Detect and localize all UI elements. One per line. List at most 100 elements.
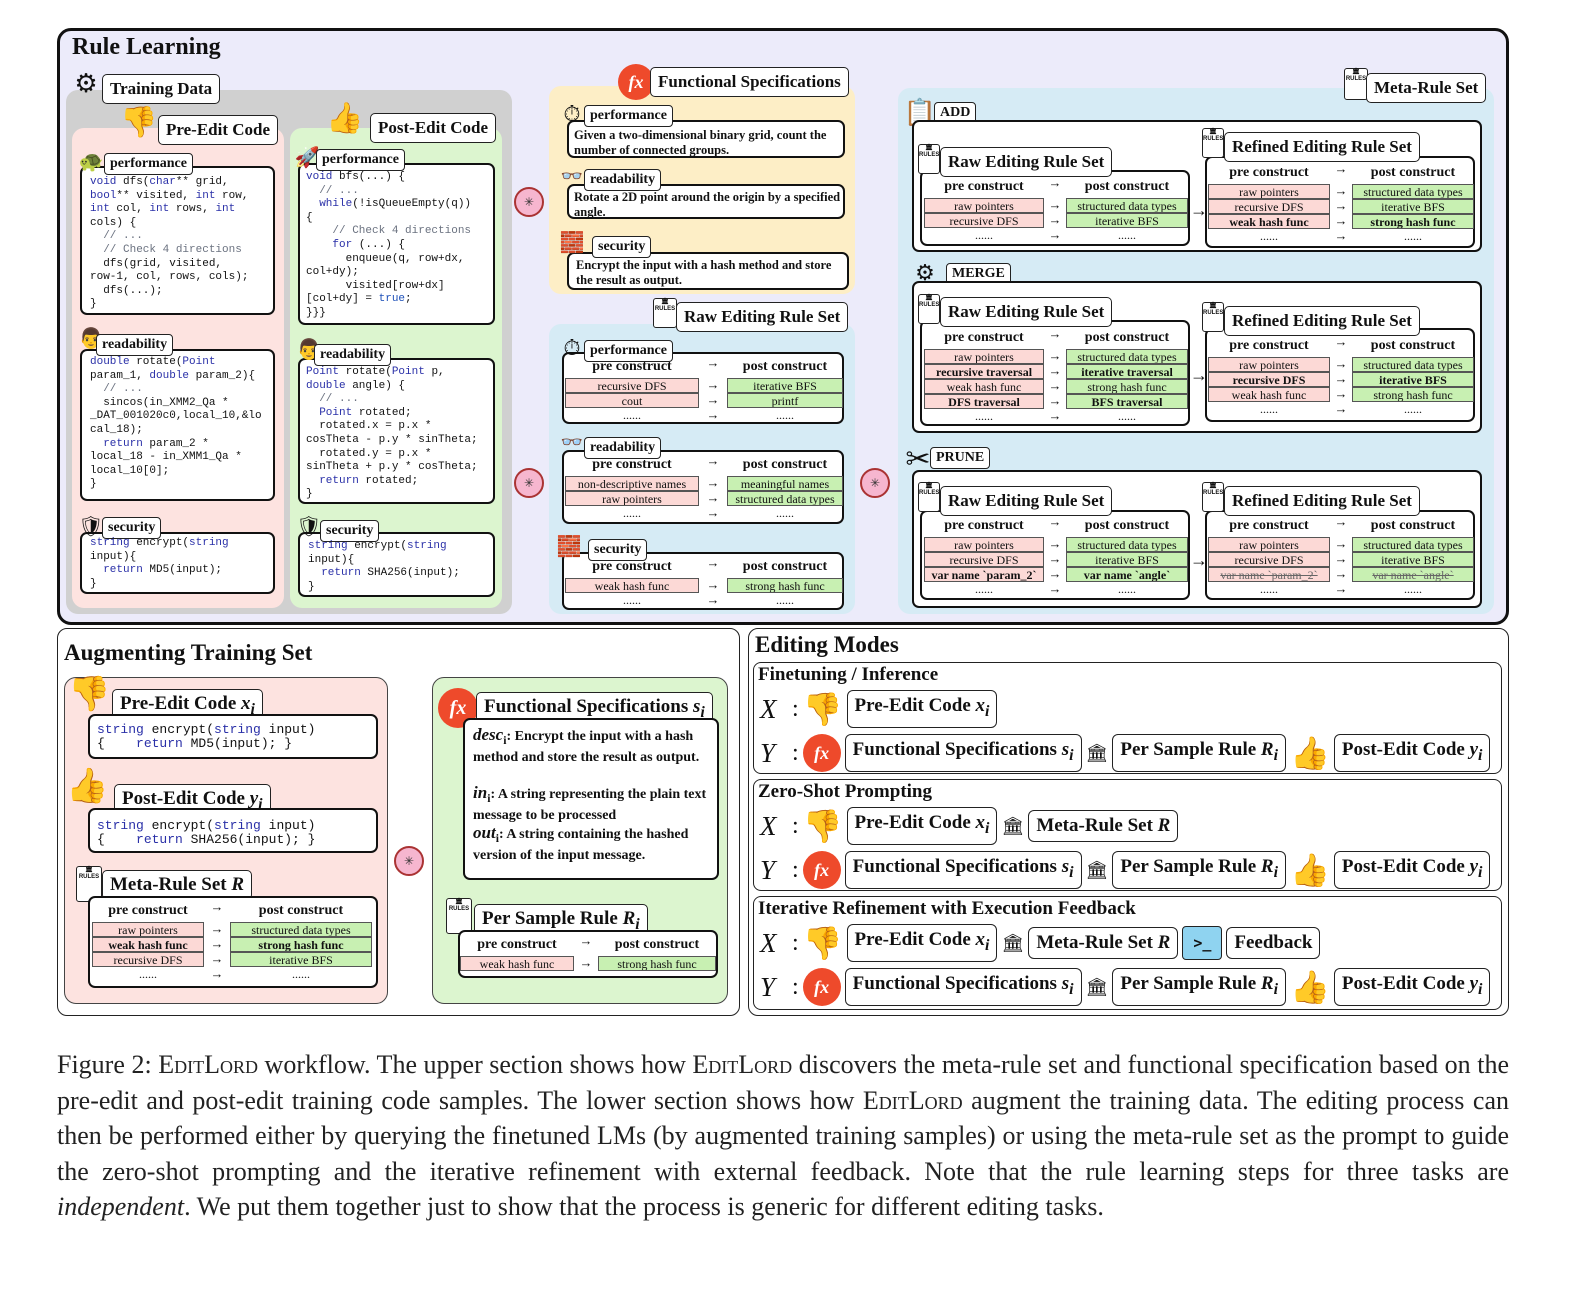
arrow-icon: → [1048,379,1062,393]
post-construct-cell: iterative traversal [1066,364,1188,379]
finetuning-x-row: X: 👎 Pre-Edit Code xi [760,690,998,728]
rocket-icon: 🚀 [294,146,320,169]
pre-construct-header: pre construct [108,903,188,918]
code-line: } [90,577,97,590]
augmenting-panel [57,628,740,1016]
pre-construct-cell: var name `param_2` [1208,567,1330,582]
code-line: void dfs(char** grid, [90,176,229,188]
y-label: Y [760,854,776,885]
arrow-icon: → [706,393,720,407]
arrow-icon: → [706,454,720,468]
pre-construct-cell: recursive DFS [924,552,1044,567]
code-line: double rotate(Point [90,356,216,368]
pre-construct-cell: weak hash func [924,379,1044,394]
arrow-icon: → [1048,567,1062,581]
post-edit-pill: Post-Edit Code yi [1333,734,1491,772]
post-construct-cell: strong hash func [1352,214,1474,229]
code-line: rotated.x = p.x * [306,420,432,433]
arrow-icon: → [1334,552,1348,566]
func-spec-pill: Functional Specifications si [844,851,1082,889]
post-code-readability-text: Point rotate(Point p,double angle) { // … [306,366,478,502]
code-line: dfs(...); [90,284,163,297]
rules-icon: 🏛 [1085,859,1109,880]
code-line: return MD5(input); [103,564,223,577]
pre-construct-cell: cout [565,393,699,408]
code-line: string encrypt(string [90,537,229,549]
iterative-y-row: Y: fx Functional Specifications si 🏛 Per… [760,968,1491,1006]
code-line: return param_2 * [103,437,209,450]
add-refined-title: Refined Editing Rule Set [1224,132,1420,162]
rules-icon: 🏛 [1001,932,1025,953]
post-construct-header: post construct [1370,165,1456,180]
post-construct-cell: iterative BFS [727,378,843,393]
pre-construct-cell: ...... [1260,402,1278,416]
pre-construct-header: pre construct [477,937,557,952]
code-line: // Check 4 directions [306,225,472,238]
pre-code-performance-text: void dfs(char** grid,bool** visited, int… [90,176,248,312]
iterative-x-row: X: 👎 Pre-Edit Code xi 🏛 Meta-Rule Set R … [760,924,1321,962]
pre-construct-cell: raw pointers [565,491,699,506]
arrow-icon: → [1048,364,1062,378]
spec-readability-text: Rotate a 2D point around the origin by a… [574,190,841,219]
post-construct-cell: strong hash func [230,937,372,952]
post-edit-pill: Post-Edit Code yi [1333,968,1491,1006]
pre-construct-cell: ...... [139,967,157,981]
gear-icon: ⚙ [915,260,935,285]
functional-spec-label: Functional Specifications [650,67,849,97]
arrow-icon: → [1048,552,1062,566]
code-line: int col, int rows, int [90,203,236,216]
arrow-icon: → [1048,213,1062,227]
pre-construct-cell: raw pointers [1208,357,1330,372]
pre-construct-cell: raw pointers [92,922,204,937]
pre-performance-tag: performance [104,153,193,175]
code-line: [col+dy] = true; [306,293,412,306]
post-construct-cell: var name `angle` [1352,567,1474,582]
editing-modes-title: Editing Modes [755,632,899,657]
rules-icon: 🏛 [1085,976,1109,997]
spec-readability [567,184,845,219]
y-label: Y [760,737,776,768]
post-construct-cell: iterative BFS [1352,372,1474,387]
caption-part4: . We put them together just to show that… [184,1192,1104,1222]
func-spec-pill: Functional Specifications si [844,734,1082,772]
augment-pre-code-box [88,714,378,759]
code-line: input){ [90,550,137,563]
post-construct-header: post construct [1084,179,1170,194]
pre-construct-header: pre construct [1229,338,1309,353]
iterative-title: Iterative Refinement with Execution Feed… [758,898,1136,919]
prune-label: PRUNE [930,447,991,469]
code-line: local_10[0]; [90,464,170,477]
arrow-icon: → [1334,537,1348,551]
iterative-box [753,896,1502,1010]
pre-construct-cell: raw pointers [1208,537,1330,552]
rules-icon: 🏛 [1085,742,1109,763]
code-line: param_1, double param_2){ [90,369,256,382]
fx-icon: fx [618,64,654,100]
post-construct-header: post construct [1084,518,1170,533]
augment-spec-desc: desci: Encrypt the input with a hash met… [473,725,700,766]
code-line: sincos(in_XMM2_Qa * [90,396,229,409]
arrow-icon: → [706,593,720,607]
raw-security-tag: security [588,539,648,561]
post-construct-cell: structured data types [1352,537,1474,552]
pre-construct-cell: ...... [623,506,641,520]
glasses-icon: 👓 [560,165,584,186]
brain-icon: ✳ [860,468,890,498]
code-line: } [308,580,315,593]
post-construct-cell: strong hash func [727,578,843,593]
code-line: local_18 - in_XMM1_Qa * [90,451,242,464]
spec-security-text: Encrypt the input with a hash method and… [576,258,832,287]
post-construct-cell: structured data types [1352,184,1474,199]
augment-post-code: string encrypt(string input){ return SHA… [97,818,315,847]
post-construct-cell: ...... [292,967,310,981]
pre-construct-cell: weak hash func [1208,387,1330,402]
arrow-icon: → [1048,176,1062,190]
pre-construct-cell: ...... [1260,229,1278,243]
pre-construct-cell: recursive DFS [1208,372,1330,387]
pre-construct-cell: recursive DFS [1208,552,1330,567]
